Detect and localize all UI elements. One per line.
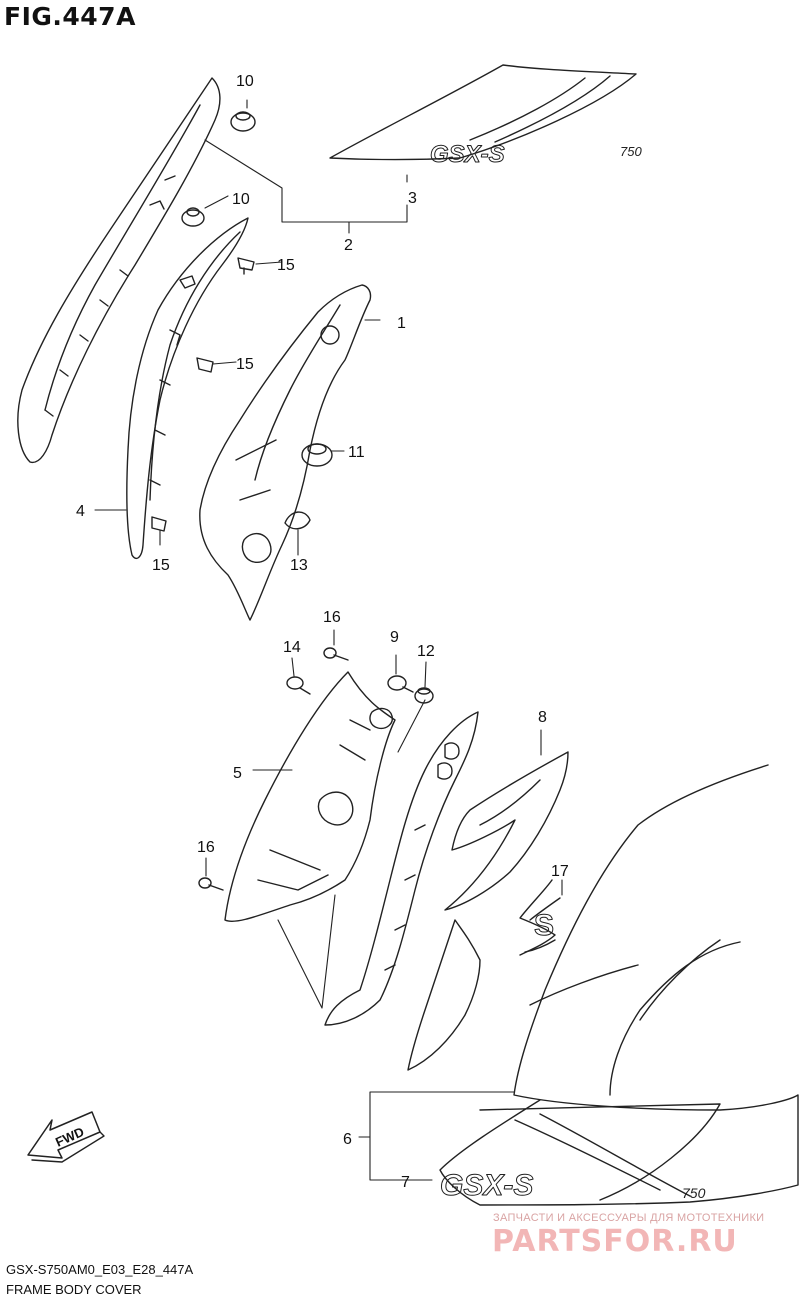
callout-3: 3 <box>408 190 417 207</box>
part-4-inner-cover <box>126 217 249 560</box>
emblem-letter: S <box>534 909 554 942</box>
decal-logo-lower: GSX-S <box>440 1169 533 1202</box>
decal-model-upper: 750 <box>620 144 642 159</box>
part-9-bolt <box>387 675 414 693</box>
callout-numbers: 1 2 3 4 5 6 7 8 9 10 10 11 12 13 14 15 1… <box>76 73 569 1191</box>
callout-14: 14 <box>283 639 301 656</box>
part-16-bolt-b <box>198 877 224 891</box>
fwd-arrow: FWD <box>27 1111 105 1163</box>
callout-8: 8 <box>538 709 547 726</box>
part-10-grommet-b <box>181 207 205 227</box>
callout-9: 9 <box>390 629 399 646</box>
callout-2: 2 <box>344 237 353 254</box>
part-13-cap <box>284 511 311 530</box>
decal-logo-upper: GSX-S <box>430 141 505 168</box>
part-15-clip-a <box>237 257 255 275</box>
callout-16a: 16 <box>323 609 341 626</box>
part-2-side-cover <box>17 77 221 464</box>
callout-6: 6 <box>343 1131 352 1148</box>
part-6-lower-strip <box>407 919 481 1071</box>
callout-4: 4 <box>76 503 85 520</box>
watermark-logo: PARTSFOR.RU <box>492 1224 738 1259</box>
callout-13: 13 <box>290 557 308 574</box>
part-15-clip-b <box>196 357 214 373</box>
callout-11: 11 <box>348 444 365 461</box>
part-6-side-cover <box>439 764 799 1206</box>
diagram-caption: FRAME BODY COVER <box>6 1282 142 1297</box>
watermark-line: ЗАПЧАСТИ И АКСЕССУАРЫ ДЛЯ МОТОТЕХНИКИ <box>493 1212 765 1224</box>
part-7-decal: GSX-S 750 <box>440 1103 721 1203</box>
callout-12: 12 <box>417 643 435 660</box>
callout-5: 5 <box>233 765 242 782</box>
part-17-emblem: S <box>519 879 561 956</box>
part-16-bolt-a <box>323 647 349 661</box>
callout-10a: 10 <box>236 73 254 90</box>
part-3-decal: GSX-S 750 <box>329 64 642 169</box>
callout-16b: 16 <box>197 839 215 856</box>
part-8-panel <box>444 751 569 911</box>
part-15-clip-c <box>151 516 167 532</box>
leader-lines <box>94 99 563 1181</box>
part-10-grommet-a <box>230 111 256 132</box>
part-1-frame-cover <box>199 284 372 621</box>
callout-15a: 15 <box>277 257 295 274</box>
part-frame-strip <box>324 711 479 1026</box>
figure-title: FIG.447A <box>4 2 136 31</box>
callout-7: 7 <box>401 1174 410 1191</box>
decal-model-lower: 750 <box>682 1185 706 1201</box>
callout-15c: 15 <box>152 557 170 574</box>
callout-10b: 10 <box>232 191 250 208</box>
part-14-screw <box>286 676 311 695</box>
callout-15b: 15 <box>236 356 254 373</box>
callout-1: 1 <box>397 315 406 332</box>
diagram-code: GSX-S750AM0_E03_E28_447A <box>6 1262 194 1277</box>
callout-17: 17 <box>551 863 569 880</box>
part-5-inner-frame <box>224 671 396 922</box>
part-11-grommet <box>301 443 333 467</box>
